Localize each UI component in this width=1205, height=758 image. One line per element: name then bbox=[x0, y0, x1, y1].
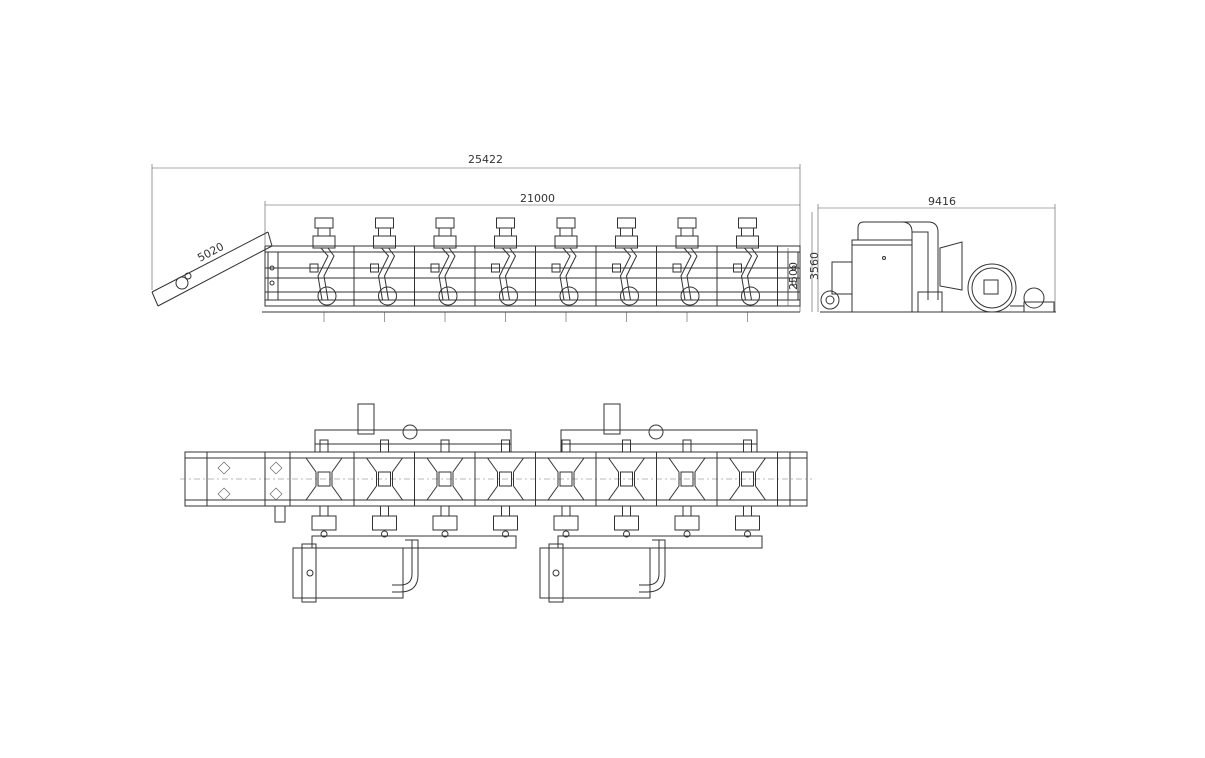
elevation-unit bbox=[551, 217, 597, 322]
plan-unit bbox=[547, 439, 597, 538]
dim-body: 21000 bbox=[264, 192, 800, 245]
dim-conveyor-label: 5020 bbox=[195, 240, 226, 265]
mesh-marks bbox=[217, 461, 283, 501]
elevation-view: 25422 21000 5020 bbox=[151, 153, 821, 322]
elevation-unit bbox=[370, 217, 415, 322]
elevation-units bbox=[309, 217, 778, 322]
feed-conveyor: 5020 bbox=[151, 231, 273, 307]
dim-plant-label: 9416 bbox=[928, 195, 956, 208]
plan-unit bbox=[487, 439, 536, 538]
dim-overall-label: 25422 bbox=[468, 153, 503, 166]
dim-body-label: 21000 bbox=[520, 192, 555, 205]
dryer-body bbox=[262, 245, 801, 313]
plan-unit bbox=[668, 439, 718, 538]
dim-heights: 2500 3560 bbox=[787, 212, 821, 312]
heating-plant-view: 9416 bbox=[817, 195, 1056, 313]
top-frames bbox=[314, 403, 758, 452]
plan-unit bbox=[608, 439, 657, 538]
elevation-unit bbox=[309, 217, 355, 322]
elevation-unit bbox=[430, 217, 476, 322]
plan-view bbox=[180, 403, 812, 603]
elevation-unit bbox=[612, 217, 657, 322]
plan-units bbox=[305, 439, 778, 538]
plan-unit bbox=[366, 439, 415, 538]
plan-unit bbox=[305, 439, 355, 538]
elevation-unit bbox=[733, 217, 778, 322]
elevation-unit bbox=[672, 217, 718, 322]
dim-overall: 25422 bbox=[151, 153, 801, 312]
plan-unit bbox=[729, 439, 778, 538]
dim-height-body-label: 2500 bbox=[787, 262, 800, 290]
bottom-heaters bbox=[292, 535, 763, 603]
elevation-unit bbox=[491, 217, 536, 322]
dim-height-total-label: 3560 bbox=[808, 252, 821, 280]
plan-unit bbox=[426, 439, 476, 538]
